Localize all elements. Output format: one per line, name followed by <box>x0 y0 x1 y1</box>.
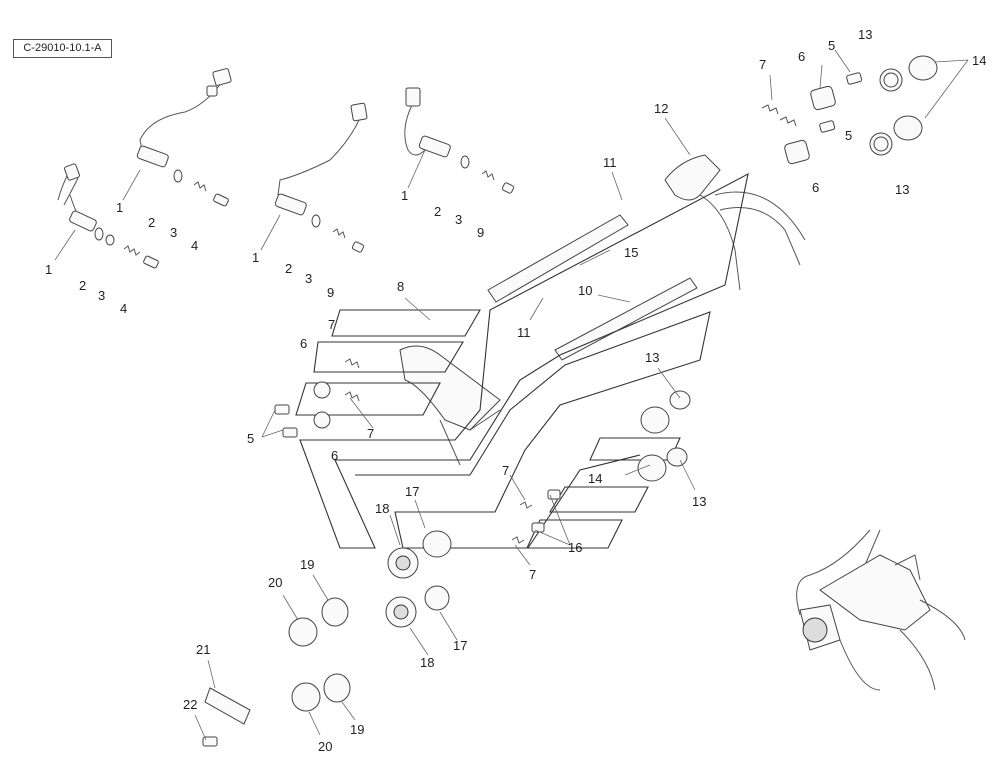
callout-9: 9 <box>477 225 484 240</box>
callout-5: 5 <box>845 128 852 143</box>
callout-12: 12 <box>654 101 668 116</box>
center-parts <box>274 358 691 544</box>
callout-2: 2 <box>79 278 86 293</box>
assembled-view <box>796 529 966 691</box>
lower-left-parts <box>202 530 452 747</box>
callout-3: 3 <box>170 225 177 240</box>
callout-6: 6 <box>300 336 307 351</box>
callout-9: 9 <box>327 285 334 300</box>
leader-lines <box>54 49 969 741</box>
callout-7: 7 <box>502 463 509 478</box>
outline-polygons <box>295 172 749 549</box>
spring-part <box>193 181 207 192</box>
spring-part <box>123 245 141 256</box>
callout-1: 1 <box>252 250 259 265</box>
callout-5: 5 <box>828 38 835 53</box>
callout-21: 21 <box>196 642 210 657</box>
callout-11: 11 <box>517 325 531 340</box>
spring-part <box>511 536 525 544</box>
callout-18: 18 <box>375 501 389 516</box>
callout-7: 7 <box>759 57 766 72</box>
spring-part <box>344 391 360 402</box>
callout-5: 5 <box>247 431 254 446</box>
callout-4: 4 <box>191 238 198 253</box>
sensor-assembly-c <box>274 102 368 253</box>
shift-rail-15 <box>487 214 629 303</box>
sensor-assembly-a <box>57 163 159 269</box>
spring-part <box>779 116 797 127</box>
callout-10: 10 <box>578 283 592 298</box>
callout-14: 14 <box>972 53 986 68</box>
shift-fork-body <box>399 345 501 466</box>
callout-22: 22 <box>183 697 197 712</box>
callout-15: 15 <box>624 245 638 260</box>
callout-3: 3 <box>98 288 105 303</box>
callout-19: 19 <box>300 557 314 572</box>
callout-13: 13 <box>895 182 909 197</box>
callout-17: 17 <box>405 484 419 499</box>
callout-20: 20 <box>318 739 332 754</box>
callout-7: 7 <box>367 426 374 441</box>
shift-fork-upper <box>664 154 806 291</box>
spring-part <box>344 358 360 369</box>
callout-13: 13 <box>645 350 659 365</box>
callout-11: 11 <box>603 155 617 170</box>
spring-part <box>481 170 495 181</box>
callout-14: 14 <box>588 471 602 486</box>
callout-1: 1 <box>401 188 408 203</box>
callout-2: 2 <box>434 204 441 219</box>
callout-2: 2 <box>285 261 292 276</box>
upper-right-parts <box>761 55 938 165</box>
spring-part <box>519 501 533 509</box>
callout-3: 3 <box>305 271 312 286</box>
sensor-assembly-b <box>136 68 232 207</box>
sensor-assembly-d <box>404 87 515 194</box>
callout-3: 3 <box>455 212 462 227</box>
callout-16: 16 <box>568 540 582 555</box>
callout-20: 20 <box>268 575 282 590</box>
callout-18: 18 <box>420 655 434 670</box>
spring-part <box>761 104 779 115</box>
shift-rail-10 <box>554 277 698 361</box>
callout-6: 6 <box>331 448 338 463</box>
drawing-code-label: C-29010-10.1-A <box>13 39 112 58</box>
callout-13: 13 <box>692 494 706 509</box>
callout-7: 7 <box>328 317 335 332</box>
spring-part <box>332 228 346 239</box>
callout-6: 6 <box>798 49 805 64</box>
callout-1: 1 <box>45 262 52 277</box>
callout-19: 19 <box>350 722 364 737</box>
callout-1: 1 <box>116 200 123 215</box>
callout-8: 8 <box>397 279 404 294</box>
callout-4: 4 <box>120 301 127 316</box>
callout-2: 2 <box>148 215 155 230</box>
callout-labels: 1 2 3 4 1 2 3 4 1 2 3 9 1 2 3 9 7 6 5 13… <box>45 27 986 754</box>
callout-6: 6 <box>812 180 819 195</box>
callout-17: 17 <box>453 638 467 653</box>
callout-13: 13 <box>858 27 872 42</box>
callout-7: 7 <box>529 567 536 582</box>
